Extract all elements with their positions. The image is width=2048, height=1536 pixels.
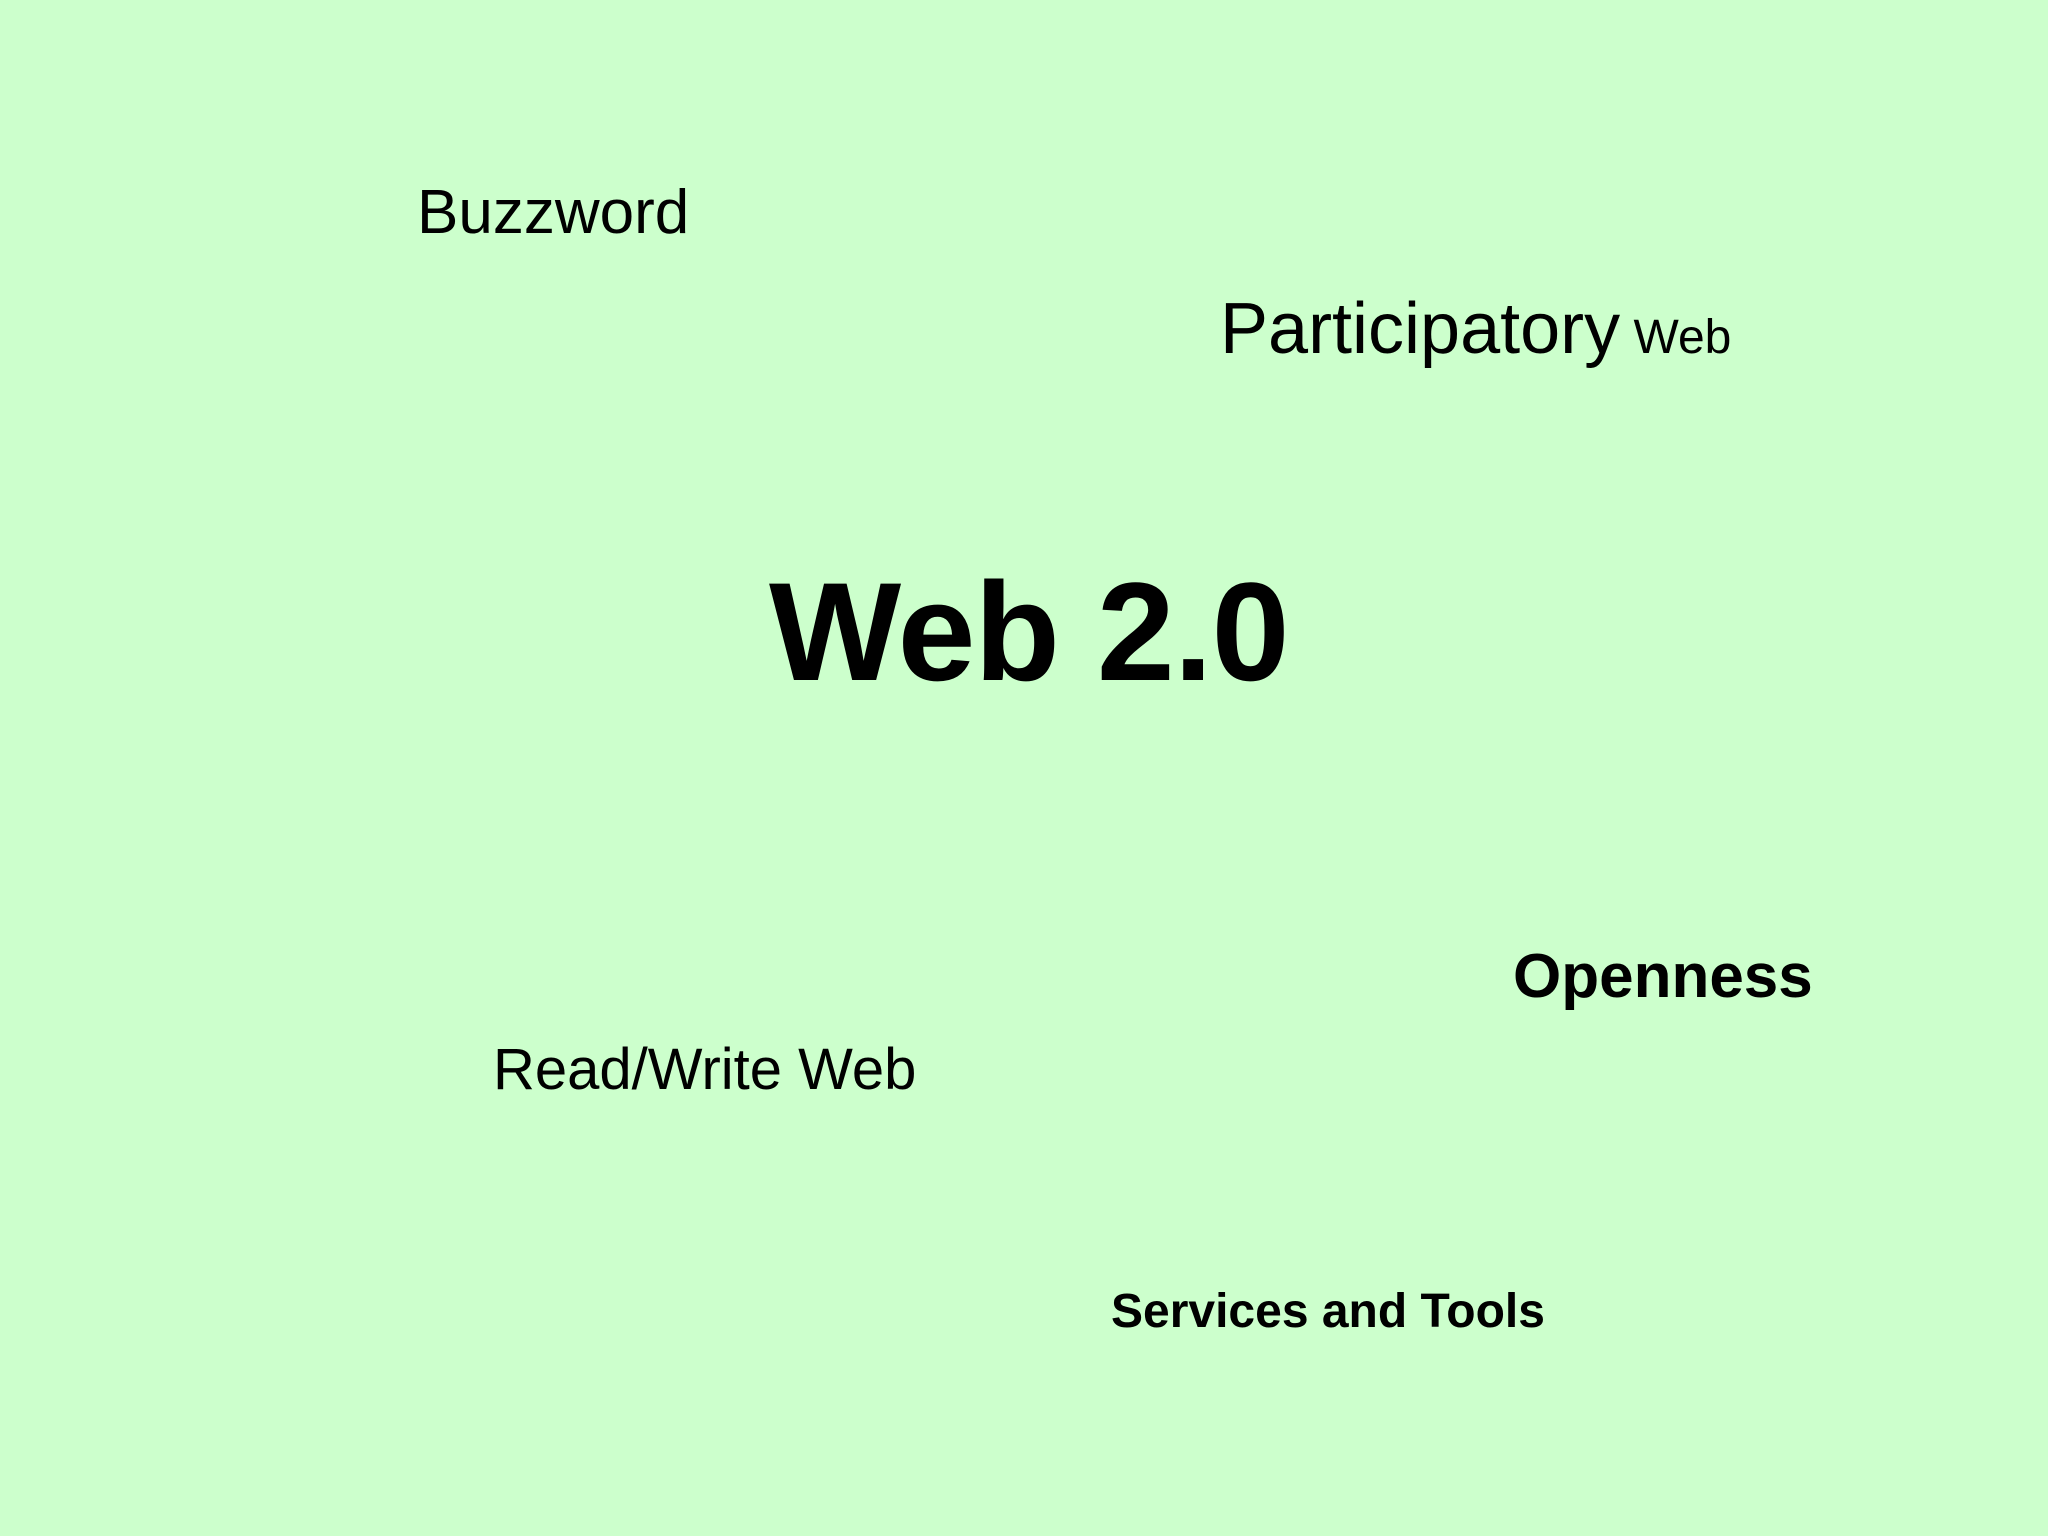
term-web-2-0-headline: Web 2.0 <box>769 553 1290 710</box>
term-openness: Openness <box>1513 942 1813 1011</box>
term-participatory-web-word: Web <box>1633 311 1732 364</box>
term-services-and-tools: Services and Tools <box>1111 1285 1545 1338</box>
term-participatory-main: Participatory <box>1220 289 1621 369</box>
term-participatory-suffix <box>1620 311 1633 364</box>
term-read-write-web: Read/Write Web <box>493 1037 917 1102</box>
term-participatory-web: Participatory Web <box>1220 293 1731 365</box>
term-buzzword: Buzzword <box>417 178 690 247</box>
